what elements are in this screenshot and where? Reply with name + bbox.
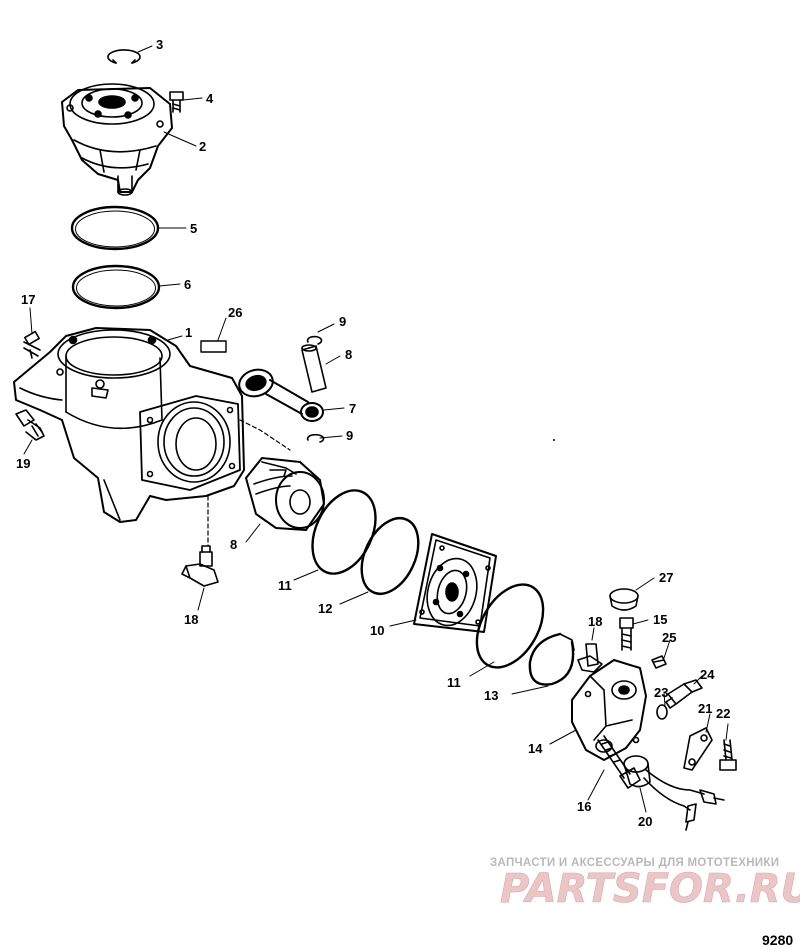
part-snap-ring	[107, 49, 141, 64]
callout-22: 22	[716, 706, 730, 721]
leader-lines	[23, 45, 729, 813]
callout-12: 12	[318, 601, 332, 616]
callout-14: 14	[528, 741, 543, 756]
callout-21: 21	[698, 701, 712, 716]
part-end-plate	[413, 533, 497, 633]
part-nipple-24	[665, 679, 703, 709]
part-clip-13	[528, 632, 575, 686]
callout-11-left: 11	[278, 578, 292, 593]
part-connecting-rod	[238, 368, 324, 422]
callout-8-bottom: 8	[230, 537, 237, 552]
callout-18-right: 18	[588, 614, 602, 629]
centerline-rod	[239, 419, 291, 451]
speck	[553, 439, 555, 441]
part-o-ring-6-inner	[76, 269, 156, 307]
callout-7: 7	[349, 401, 356, 416]
part-fitting-15	[619, 617, 634, 651]
watermark: ЗАПЧАСТИ И АКСЕССУАРЫ ДЛЯ МОТОТЕХНИКИ PA…	[490, 857, 800, 912]
callout-13: 13	[484, 688, 498, 703]
callout-27: 27	[659, 570, 673, 585]
part-elbow-fitting-18	[181, 545, 219, 587]
part-o-ring-6	[71, 264, 161, 310]
figure-number: 9280	[762, 932, 793, 948]
callout-19: 19	[16, 456, 30, 471]
callout-25: 25	[662, 630, 676, 645]
part-seal-12	[360, 517, 420, 595]
part-set-screw-25	[651, 655, 667, 669]
part-o-ring-5-inner	[75, 210, 155, 248]
part-ring-9-top	[306, 335, 323, 345]
part-ring-9-bottom	[306, 433, 325, 443]
callout-10: 10	[370, 623, 384, 638]
part-sensor-20	[623, 755, 725, 831]
callout-4: 4	[206, 91, 214, 106]
part-main-housing	[13, 327, 245, 523]
part-piston-pin	[301, 344, 327, 393]
part-pump-cover	[61, 83, 173, 196]
callout-labels: 3 4 2 5 6 17 26 1 9 8 7 9 19 8 11 12 10 …	[16, 37, 730, 829]
watermark-tagline: ЗАПЧАСТИ И АКСЕССУАРЫ ДЛЯ МОТОТЕХНИКИ	[490, 857, 779, 869]
part-fitting-19	[15, 409, 45, 441]
callout-18-left: 18	[184, 612, 198, 627]
callout-24: 24	[700, 667, 715, 682]
part-o-ring-23	[656, 704, 668, 720]
callout-23: 23	[654, 685, 668, 700]
watermark-brand: PARTSFOR.RU	[500, 866, 800, 912]
callout-9-bottom: 9	[346, 428, 353, 443]
callout-20: 20	[638, 814, 652, 829]
part-bolt-4	[169, 91, 184, 113]
part-bracket-21	[683, 727, 713, 771]
part-cap-27	[609, 588, 639, 611]
part-bolt-16	[597, 735, 641, 789]
callout-9-top: 9	[339, 314, 346, 329]
part-o-ring-5	[70, 205, 160, 251]
callout-1: 1	[185, 325, 192, 340]
part-elbow-fitting-18-right	[577, 643, 603, 673]
callout-8-top: 8	[345, 347, 352, 362]
part-seal-11-right	[475, 583, 545, 669]
part-valve-body	[571, 659, 647, 761]
callout-17: 17	[21, 292, 35, 307]
part-piston	[245, 457, 325, 531]
callout-16: 16	[577, 799, 591, 814]
callout-5: 5	[190, 221, 197, 236]
part-pad-26	[200, 340, 227, 353]
callout-26: 26	[228, 305, 242, 320]
callout-6: 6	[184, 277, 191, 292]
callout-15: 15	[653, 612, 667, 627]
callout-3: 3	[156, 37, 163, 52]
part-screw-22	[719, 739, 737, 771]
part-fitting-17	[23, 330, 41, 359]
callout-11-right: 11	[447, 675, 461, 690]
callout-2: 2	[199, 139, 206, 154]
